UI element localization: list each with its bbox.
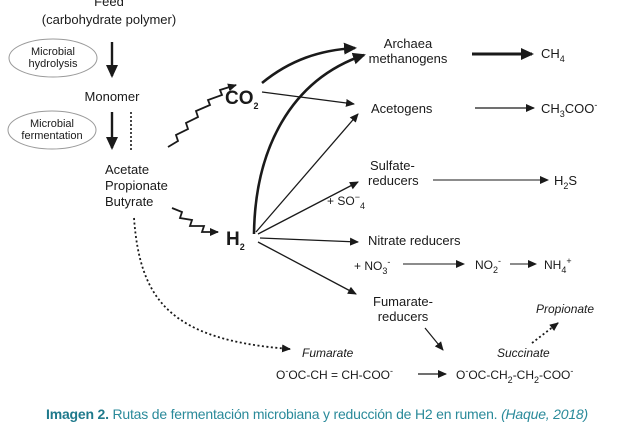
co2-base: CO (225, 88, 254, 109)
fermentation-pathway-diagram: Feed (carbohydrate polymer) Microbial hy… (7, 0, 597, 385)
no2-label: NO2- (475, 256, 501, 275)
fum-b: OC-CH = CH-COO (288, 368, 390, 382)
h2s-sub: 2 (563, 181, 568, 191)
co2-to-acetogens-arrow (261, 91, 355, 107)
hydrolysis-label-1: Microbial (31, 46, 75, 58)
suc-d: -COO (539, 368, 570, 382)
figure-caption: Imagen 2. Rutas de fermentación microbia… (0, 406, 634, 422)
suc-sub1: 2 (508, 375, 513, 385)
monomer-label: Monomer (85, 89, 141, 104)
no2-sup: - (498, 256, 501, 266)
feed-label: Feed (94, 0, 124, 9)
no3-sup: - (387, 257, 390, 267)
h2-label: H2 (226, 229, 245, 252)
vfa-to-co2-wavy-arrow (167, 83, 237, 148)
caption-lead: Imagen 2. (46, 406, 109, 422)
archaea-label-2: methanogens (369, 51, 448, 66)
nh4-sup: + (566, 256, 571, 266)
fum-a: O (276, 368, 285, 382)
hydrolysis-label-2: hydrolysis (29, 58, 78, 70)
so4-pre: + SO (327, 194, 355, 208)
no3-label: + NO3- (354, 257, 390, 276)
succinate-label: Succinate (497, 346, 550, 360)
suc-a: O (456, 368, 465, 382)
ch3coo-base: CH (541, 101, 560, 116)
h2s-tail: S (568, 173, 577, 188)
fum-sup2: - (390, 366, 393, 376)
caption-text: Rutas de fermentación microbiana y reduc… (108, 406, 502, 422)
feed-sublabel: (carbohydrate polymer) (42, 12, 176, 27)
h2s-label: H2S (554, 173, 577, 191)
nh4-label: NH4+ (544, 256, 572, 275)
succinate-formula: O-OC-CH2-CH2-COO- (456, 366, 573, 385)
succinate-to-propionate-dotted-arrow (531, 322, 559, 344)
h2-base: H (226, 229, 240, 250)
hydrolysis-oval (8, 38, 98, 78)
vfa-propionate: Propionate (105, 178, 168, 193)
ch3coo-sup: - (594, 100, 597, 110)
co2-sub: 2 (254, 101, 259, 111)
so4-sup: − (355, 192, 360, 202)
nh4-base: NH (544, 258, 561, 272)
vfa-acetate: Acetate (105, 162, 149, 177)
suc-sup1: - (465, 366, 468, 376)
h2-sub: 2 (240, 242, 245, 252)
co2-label: CO2 (225, 88, 259, 111)
no3-sub: 3 (382, 266, 387, 276)
h2-to-acetogens-arrow (255, 113, 359, 233)
vfa-to-fumarate-dotted-arrow (133, 217, 291, 353)
h2-to-archaea-arrow (252, 52, 366, 235)
suc-c: -CH (513, 368, 534, 382)
fum-sup1: - (285, 366, 288, 376)
nitrate-label: Nitrate reducers (368, 233, 461, 248)
h2-to-fumarate-reducers-arrow (257, 241, 357, 295)
vfa-butyrate: Butyrate (105, 194, 153, 209)
suc-sup2: - (570, 366, 573, 376)
so4-sub: 4 (360, 201, 365, 211)
fumarate-reducers-arrow (424, 327, 444, 351)
h2s-base: H (554, 173, 563, 188)
caption-citation: (Haque, 2018) (501, 406, 588, 422)
so4-label: + SO−4 (327, 192, 365, 211)
suc-sub2: 2 (534, 375, 539, 385)
fermentation-label-2: fermentation (21, 130, 82, 142)
ch3coo-tail: COO (565, 101, 595, 116)
ch4-sub: 4 (560, 54, 565, 64)
fumarate-reducers-label-2: reducers (378, 309, 429, 324)
h2-to-sulfate-arrow (257, 181, 359, 235)
fumarate-reducers-label-1: Fumarate- (373, 294, 433, 309)
ch3coo-sub: 3 (560, 109, 565, 119)
suc-b: OC-CH (468, 368, 507, 382)
no2-sub: 2 (493, 265, 498, 275)
h2-to-nitrate-arrow (259, 237, 359, 246)
archaea-label-1: Archaea (384, 36, 433, 51)
acetogens-label: Acetogens (371, 101, 433, 116)
ch4-label: CH4 (541, 46, 565, 64)
vfa-to-h2-wavy-arrow (171, 207, 219, 236)
fumarate-label: Fumarate (302, 346, 354, 360)
ch3coo-label: CH3COO- (541, 100, 597, 119)
sulfate-label-1: Sulfate- (370, 158, 415, 173)
ch4-base: CH (541, 46, 560, 61)
fermentation-label-1: Microbial (30, 118, 74, 130)
propionate-label: Propionate (536, 302, 594, 316)
fermentation-oval (7, 110, 97, 150)
no3-pre: + NO (354, 259, 382, 273)
co2-to-archaea-arrow (261, 42, 357, 85)
fumarate-formula: O-OC-CH = CH-COO- (276, 366, 393, 382)
sulfate-label-2: reducers (368, 173, 419, 188)
no2-base: NO (475, 258, 493, 272)
nh4-sub: 4 (561, 265, 566, 275)
